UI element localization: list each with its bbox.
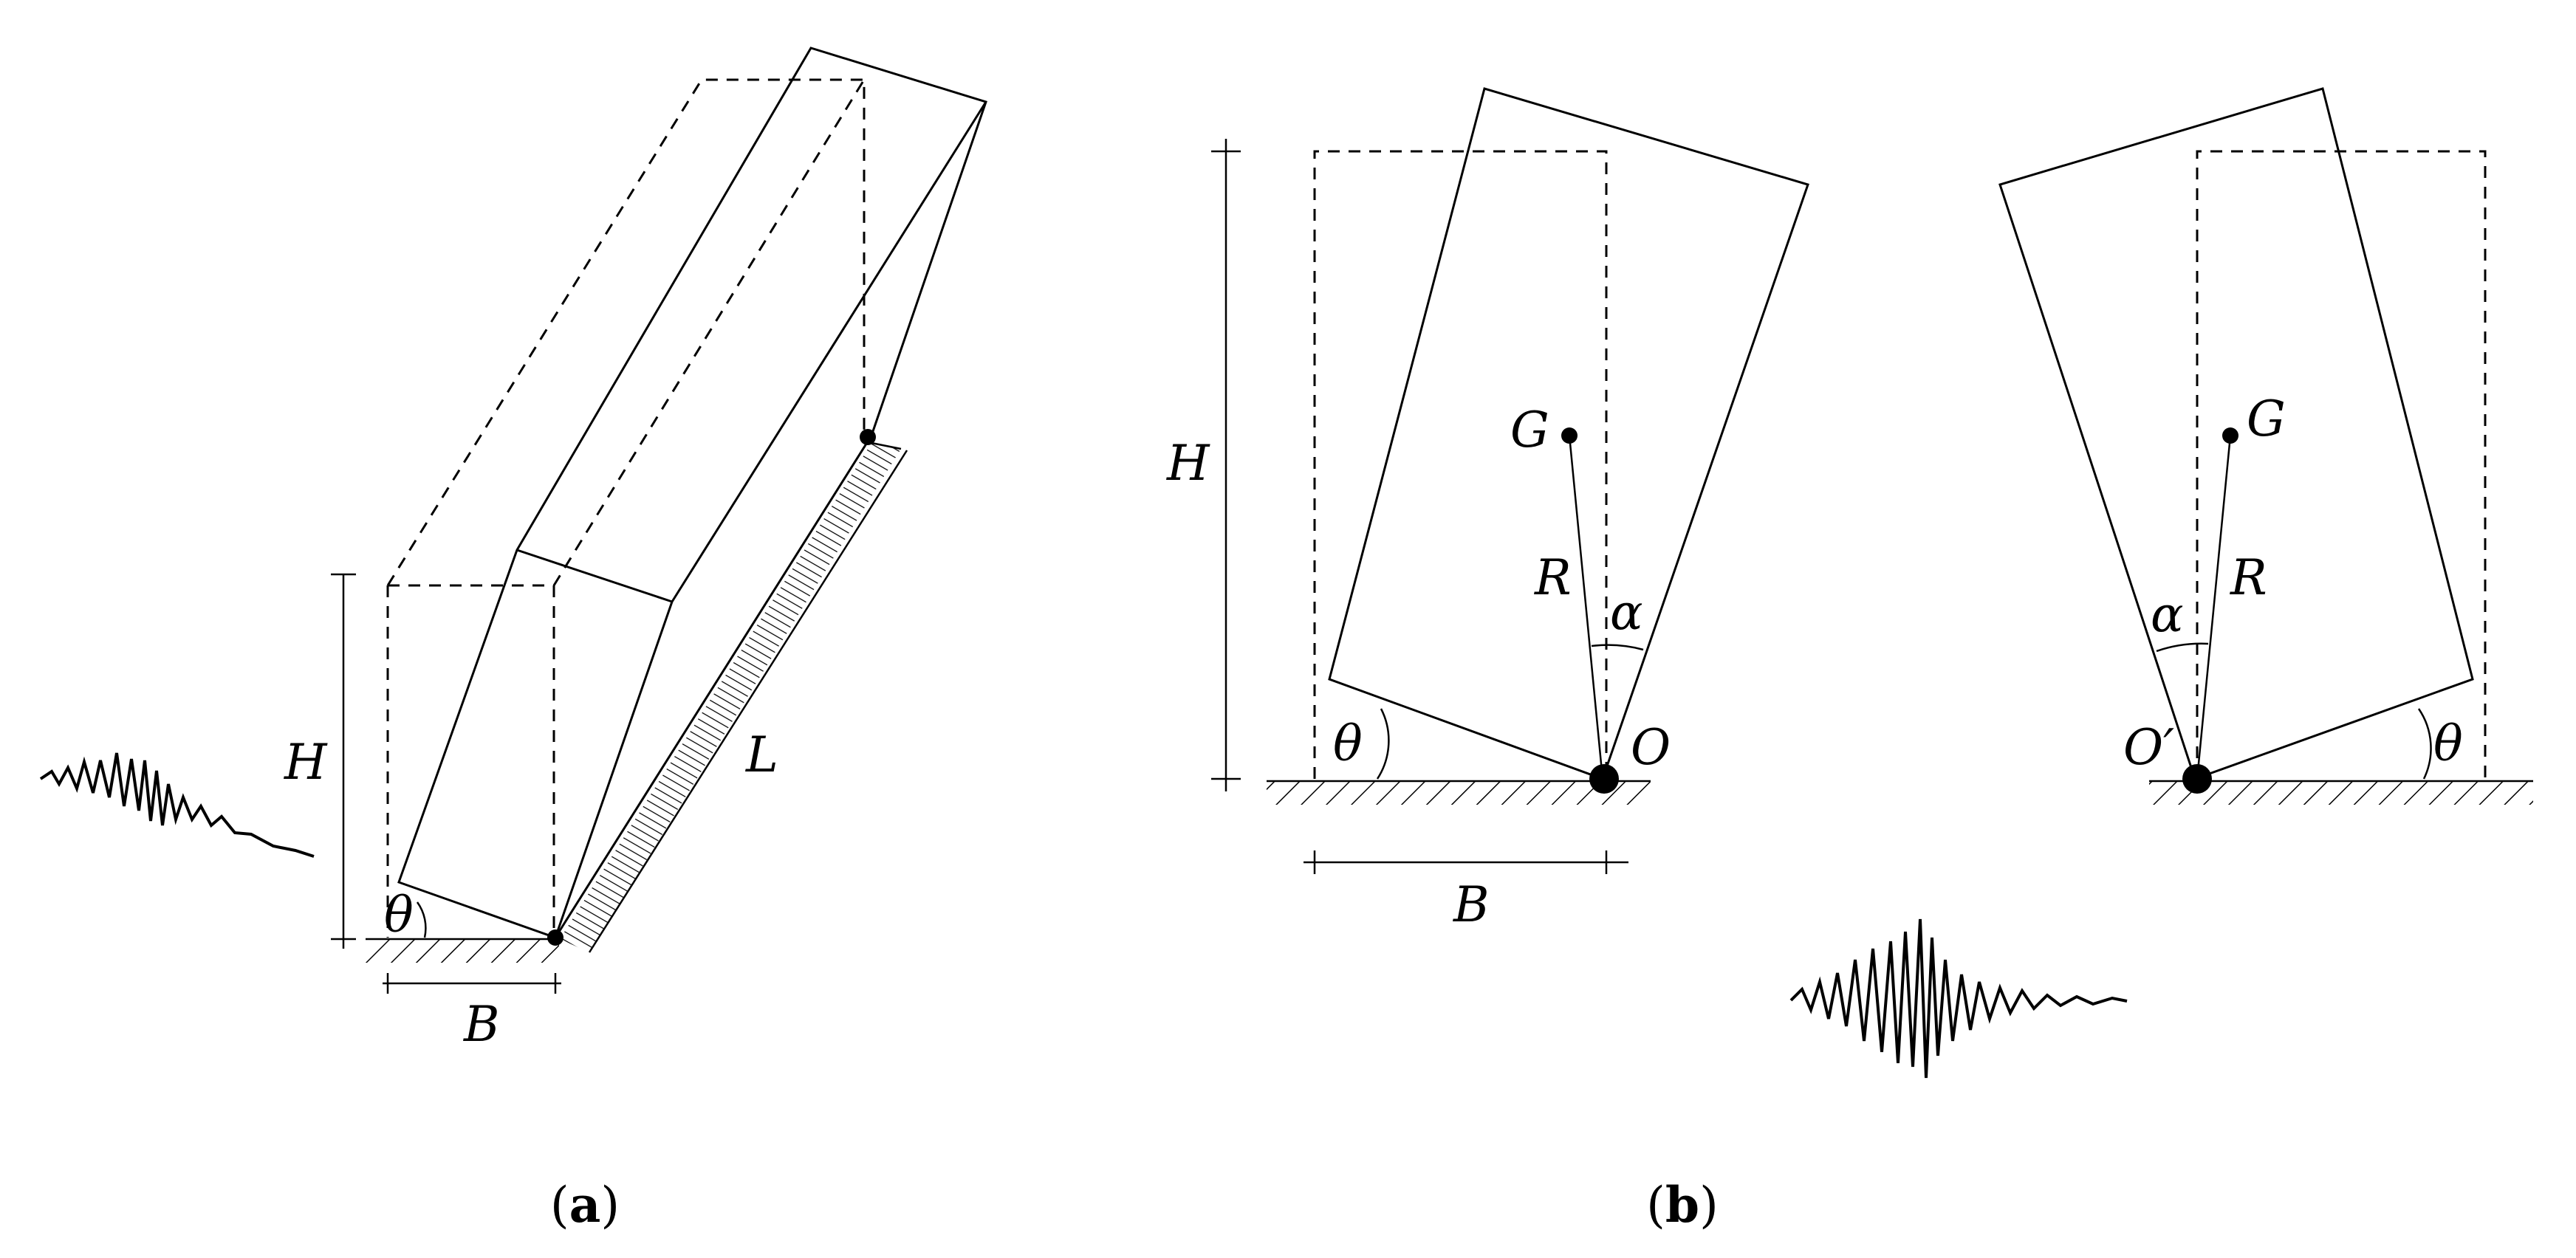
panel-b-seismic-wave-icon	[1789, 918, 2128, 1079]
panel-a-diagram: H L θ B (a)	[39, 47, 987, 1234]
panel-a-dashed-block	[386, 78, 866, 938]
panel-b-left-diagram: H G R α θ O B	[1166, 87, 1809, 933]
panel-b-left-radius-line	[1568, 435, 1604, 780]
panel-a-pivot-point	[547, 929, 564, 946]
panel-a-label-l: L	[745, 726, 778, 783]
panel-a-far-pivot-point	[860, 429, 876, 445]
panel-b-left-label-b: B	[1453, 876, 1490, 933]
panel-b-left-height-dimension	[1211, 139, 1241, 791]
panel-a-width-dimension	[383, 973, 561, 994]
panel-b-right-radius-line	[2196, 435, 2232, 780]
panel-b-right-alpha-arc	[2156, 642, 2209, 653]
panel-b-left-rocking-block	[1328, 87, 1809, 780]
panel-b-left-ground	[1267, 780, 1651, 805]
panel-b-left-label-alpha: α	[1610, 584, 1643, 641]
panel-b-left-alpha-arc	[1591, 644, 1644, 651]
panel-b-right-dashed-block	[2196, 150, 2487, 779]
panel-a-height-dimension	[331, 573, 356, 949]
panel-a-seismic-wave-icon	[39, 752, 315, 858]
panel-a-label-h: H	[284, 734, 328, 791]
panel-b-right-label-r: R	[2230, 549, 2267, 606]
panel-a-theta-arc	[416, 901, 427, 938]
panel-b-right-label-o-prime: O′	[2123, 719, 2174, 776]
panel-a-inclined-support	[560, 441, 908, 953]
panel-b-caption: (b)	[1646, 1176, 1719, 1234]
panel-b-right-rocking-block	[1998, 87, 2474, 780]
panel-a-label-b: B	[463, 996, 500, 1053]
panel-b-left-pivot-point	[1589, 764, 1619, 794]
panel-b-left-label-theta: θ	[1333, 715, 1363, 772]
panel-b-left-label-o: O	[1631, 719, 1671, 776]
panel-b-right-pivot-point	[2182, 764, 2212, 794]
panel-a-label-theta: θ	[384, 887, 414, 944]
panel-b-left-label-g: G	[1510, 402, 1549, 458]
panel-a-ground	[366, 938, 561, 963]
panel-b-right-label-theta: θ	[2433, 715, 2463, 772]
panel-b-right-theta-arc	[2417, 708, 2432, 780]
panel-b-left-width-dimension	[1304, 850, 1628, 874]
panel-b-right-diagram: G R α θ O′	[1998, 87, 2533, 805]
panel-b-right-ground	[2149, 780, 2533, 805]
panel-b-left-theta-arc	[1376, 708, 1390, 780]
panel-b-right-label-alpha: α	[2151, 586, 2184, 643]
panel-a-rocking-block	[397, 47, 987, 939]
panel-a-caption: (a)	[550, 1176, 620, 1234]
panel-b-left-label-h: H	[1166, 435, 1210, 492]
panel-b-right-label-g: G	[2247, 391, 2286, 447]
panel-b-left-dashed-block	[1313, 150, 1608, 779]
panel-b-left-label-r: R	[1534, 549, 1572, 606]
